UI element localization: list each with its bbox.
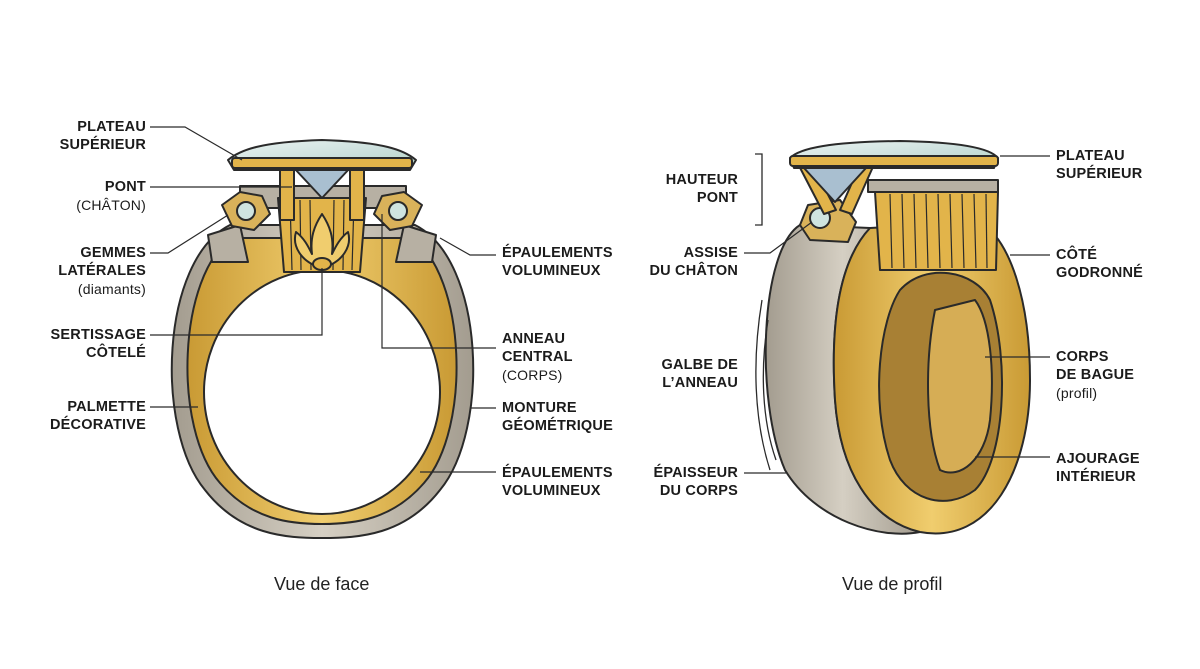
caption-front: Vue de face	[274, 574, 370, 594]
label-pont: PONT(CHÂTON)	[76, 179, 146, 213]
leader-lines	[150, 126, 1050, 474]
caption-profile: Vue de profil	[842, 574, 943, 594]
profile-ajourage	[927, 299, 993, 474]
hauteur-bracket	[755, 153, 763, 226]
front-palmette	[294, 213, 350, 269]
galbe-indicator	[755, 299, 777, 471]
profile-view-ring	[764, 140, 1031, 535]
profile-fluted-side	[874, 191, 999, 271]
front-side-gem-left	[236, 201, 256, 221]
front-side-gem-right	[388, 201, 408, 221]
front-view-ring	[170, 139, 475, 539]
